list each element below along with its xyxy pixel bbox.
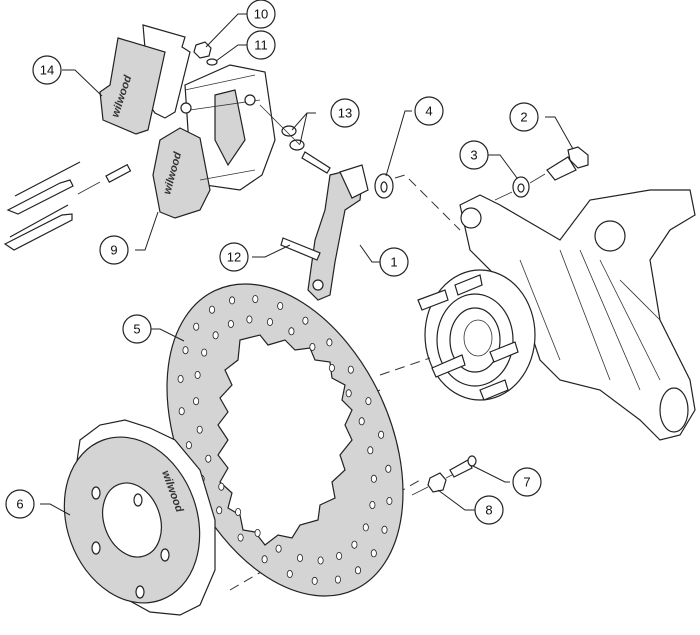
drill-hole (196, 425, 203, 434)
drill-hole (370, 549, 377, 558)
callout-8: 8 (474, 495, 504, 525)
caliper-stud (280, 237, 321, 261)
drilled-rotor (166, 283, 404, 597)
drill-hole (370, 474, 377, 483)
callout-4: 4 (414, 96, 444, 126)
drill-hole (345, 389, 352, 398)
bracket-bolt (546, 146, 589, 181)
svg-text:3: 3 (470, 148, 477, 163)
caliper-stud-upper (301, 151, 331, 174)
svg-text:11: 11 (254, 38, 268, 53)
svg-text:7: 7 (523, 475, 530, 490)
drill-hole (367, 446, 374, 455)
rotor-nut (427, 472, 447, 493)
drill-hole (362, 523, 369, 532)
drill-hole (205, 454, 212, 463)
bolt-washer (512, 176, 530, 198)
callout-10: 10 (246, 0, 276, 29)
rotor-bolt (449, 455, 477, 478)
pad-retainer-hardware (3, 161, 132, 251)
caliper: wilwood (152, 64, 276, 219)
drill-hole (358, 417, 365, 426)
callout-9: 9 (99, 235, 129, 265)
callout-7: 7 (512, 467, 542, 497)
callout-2: 2 (509, 102, 539, 132)
drill-hole (354, 566, 361, 575)
drill-hole (254, 529, 261, 538)
drill-hole (288, 327, 295, 336)
steering-knuckle (459, 189, 696, 441)
rotor-hat: wilwood (63, 419, 216, 616)
drill-hole (317, 556, 324, 565)
shim-washer (374, 173, 394, 199)
drill-hole (227, 319, 234, 328)
drill-hole (246, 315, 253, 324)
drill-hole (385, 464, 392, 473)
drill-hole (336, 552, 343, 561)
svg-text:1: 1 (390, 255, 397, 270)
svg-text:10: 10 (254, 7, 268, 22)
drill-hole (286, 570, 293, 579)
drill-hole (235, 507, 242, 516)
callout-1: 1 (379, 247, 409, 277)
drill-hole (275, 544, 282, 553)
drill-hole (182, 346, 189, 355)
drill-hole (193, 322, 200, 331)
drill-hole (212, 331, 219, 340)
drill-hole (378, 430, 385, 439)
svg-text:12: 12 (227, 250, 241, 265)
svg-text:6: 6 (16, 497, 23, 512)
drill-hole (277, 301, 284, 310)
callout-3: 3 (459, 140, 489, 170)
caliper-bracket (307, 164, 369, 301)
drill-hole (386, 496, 393, 505)
drill-hole (347, 365, 354, 374)
drill-hole (208, 305, 215, 314)
callout-13: 13 (330, 98, 360, 128)
drill-hole (185, 441, 192, 450)
drill-hole (266, 317, 273, 326)
callout-12: 12 (219, 242, 249, 272)
drill-hole (229, 296, 236, 305)
drill-hole (351, 540, 358, 549)
drill-hole (334, 575, 341, 584)
caliper-washer (206, 58, 218, 66)
callout-11: 11 (246, 30, 276, 60)
drill-hole (218, 482, 225, 491)
drill-hole (201, 348, 208, 357)
drill-hole (178, 407, 185, 416)
drill-hole (193, 397, 200, 406)
svg-text:9: 9 (110, 243, 117, 258)
leader-lines (40, 13, 574, 516)
drill-hole (252, 295, 259, 304)
drill-hole (194, 370, 201, 379)
drill-hole (216, 506, 223, 515)
brake-pads: wilwood (99, 24, 191, 135)
svg-text:2: 2 (520, 110, 527, 125)
wheel-hub (417, 269, 536, 401)
svg-text:14: 14 (40, 63, 54, 78)
drill-hole (369, 500, 376, 509)
drill-hole (177, 374, 184, 383)
drill-hole (311, 576, 318, 585)
drill-hole (261, 555, 268, 564)
drill-hole (365, 397, 372, 406)
svg-text:8: 8 (485, 503, 492, 518)
callout-6: 6 (5, 489, 35, 519)
drill-hole (328, 363, 335, 372)
drill-hole (302, 316, 309, 325)
drill-hole (309, 342, 316, 351)
svg-text:5: 5 (133, 322, 140, 337)
drill-hole (237, 533, 244, 542)
svg-text:13: 13 (338, 106, 352, 121)
drill-hole (296, 554, 303, 563)
drill-hole (326, 338, 333, 347)
callout-14: 14 (32, 55, 62, 85)
svg-text:4: 4 (425, 104, 432, 119)
callout-5: 5 (122, 314, 152, 344)
drill-hole (381, 525, 388, 534)
